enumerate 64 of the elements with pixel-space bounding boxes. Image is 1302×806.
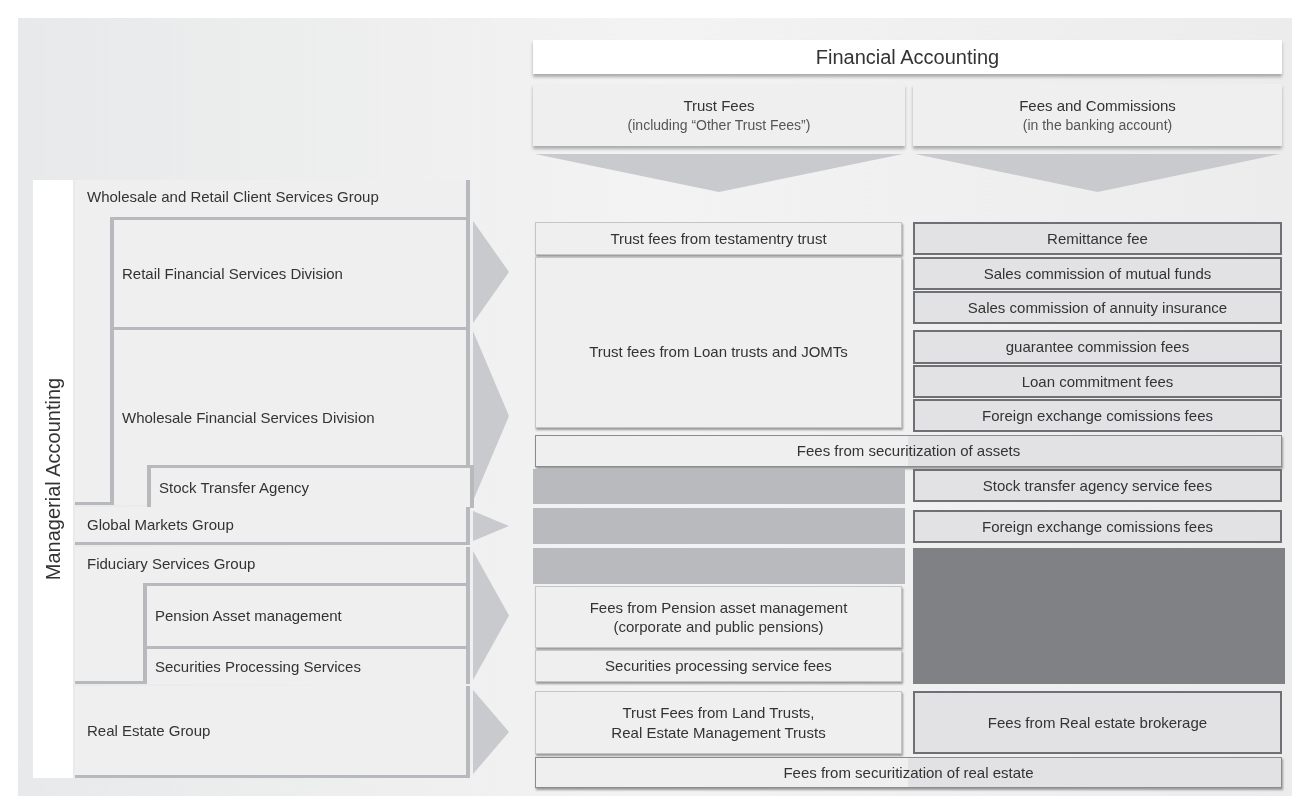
group-panel xyxy=(75,547,470,684)
column-header xyxy=(913,84,1282,146)
label-text: Securities processing service fees xyxy=(604,656,833,676)
label-text: Global Markets Group xyxy=(87,514,235,535)
heading: Trust Fees xyxy=(682,96,756,116)
chevron-arrow xyxy=(473,551,509,680)
label-text: Trust Fees from Land Trusts, Real Estate Management Trusts xyxy=(610,703,827,742)
fee-cell xyxy=(913,510,1282,543)
label-text: Stock transfer agency service fees xyxy=(981,475,1214,496)
fee-cell xyxy=(913,222,1282,255)
chevron-arrow xyxy=(915,154,1280,192)
fee-cell xyxy=(535,257,902,428)
chevron-arrow xyxy=(535,154,903,192)
vertical-heading: Managerial Accounting xyxy=(41,377,65,581)
division-panel xyxy=(147,465,474,508)
label-text: Loan commitment fees xyxy=(1020,371,1175,392)
label-text: Retail Financial Services Division xyxy=(122,263,344,284)
subtitle: (including “Other Trust Fees”) xyxy=(626,115,812,134)
label-text: Foreign exchange comissions fees xyxy=(981,516,1214,537)
label-text: Fees from securitization of real estate xyxy=(782,762,1035,783)
fee-cell xyxy=(535,586,902,648)
label-text: Foreign exchange comissions fees xyxy=(981,405,1214,426)
label-text: Real Estate Group xyxy=(87,720,212,741)
fee-cell xyxy=(913,257,1282,290)
fee-cell xyxy=(913,691,1282,754)
chevron-arrow xyxy=(473,511,509,541)
label-text: Fees from securitization of assets xyxy=(795,441,1022,461)
empty-bar xyxy=(533,508,905,544)
label-text: Securities Processing Services xyxy=(155,656,362,677)
label-text: Trust fees from testamentry trust xyxy=(609,228,828,249)
empty-block xyxy=(913,548,1285,684)
fee-cell xyxy=(535,757,1282,788)
fee-cell xyxy=(913,365,1282,398)
heading: Financial Accounting xyxy=(814,45,1001,70)
chevron-arrow xyxy=(473,221,509,323)
label-text: Pension Asset management xyxy=(155,606,343,626)
chevron-arrow xyxy=(473,690,509,774)
fee-cell xyxy=(913,330,1282,364)
label-text: Sales commission of mutual funds xyxy=(982,263,1213,284)
subtitle: (in the banking account) xyxy=(1021,115,1174,134)
label-text: Wholesale and Retail Client Services Group xyxy=(87,187,380,207)
heading: Fees and Commissions xyxy=(1018,96,1177,116)
column-header xyxy=(533,84,905,146)
label-text: Fees from Pension asset management (corporate and public pensions) xyxy=(588,597,849,637)
fee-cell xyxy=(535,691,902,754)
group-panel xyxy=(75,507,470,545)
label-text: Sales commission of annuity insurance xyxy=(966,297,1229,318)
header-bar xyxy=(533,40,1282,74)
fee-cell xyxy=(535,650,902,682)
label-text: Trust fees from Loan trusts and JOMTs xyxy=(588,342,849,362)
fee-cell xyxy=(913,399,1282,432)
label-text: guarantee commission fees xyxy=(1004,337,1191,357)
label-text: Remittance fee xyxy=(1046,228,1149,249)
empty-bar xyxy=(533,548,905,584)
fee-cell xyxy=(913,291,1282,324)
fee-cell xyxy=(913,469,1282,502)
empty-bar xyxy=(533,469,905,504)
fee-cell xyxy=(535,435,1282,467)
group-panel xyxy=(75,686,470,778)
label-text: Wholesale Financial Services Division xyxy=(122,407,376,428)
label-text: Fees from Real estate brokerage xyxy=(986,712,1209,733)
fee-cell xyxy=(535,222,902,255)
label-text: Stock Transfer Agency xyxy=(159,478,311,498)
label-text: Fiduciary Services Group xyxy=(87,554,257,574)
